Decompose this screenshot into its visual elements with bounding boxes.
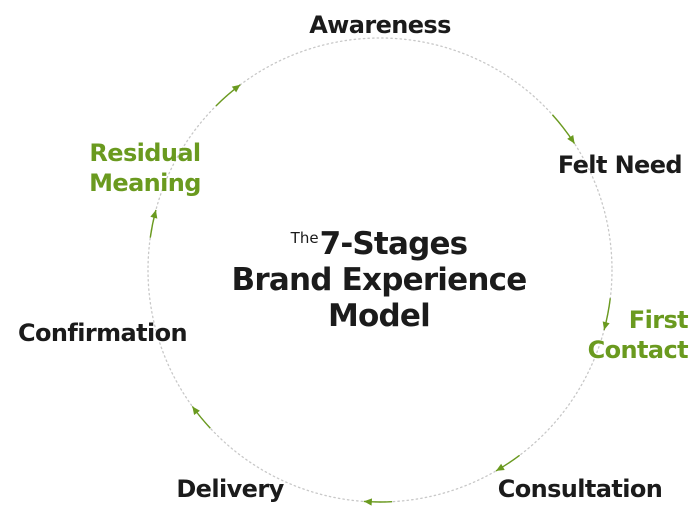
stage-label-line: Consultation: [497, 475, 663, 503]
arrowhead-icon: [567, 134, 575, 144]
stage-consultation: Consultation: [480, 474, 680, 504]
stage-label-line: Meaning: [89, 169, 201, 197]
stage-label-line: Residual: [89, 139, 201, 167]
stage-label-line: Awareness: [309, 11, 451, 39]
arrowhead-icon: [496, 463, 505, 471]
arrowhead-icon: [602, 321, 610, 331]
stage-first-contact: First Contact: [560, 305, 689, 365]
title-line-2: Brand Experience: [231, 262, 528, 298]
stage-label-line: Delivery: [176, 475, 284, 503]
stage-confirmation: Confirmation: [18, 318, 218, 348]
arrowhead-icon: [363, 498, 373, 506]
arrowhead-icon: [150, 209, 158, 219]
title-prefix: The: [290, 229, 319, 247]
title-main: 7-Stages: [319, 226, 469, 262]
arrowhead-icon: [192, 406, 200, 415]
stage-felt-need: Felt Need: [520, 150, 683, 180]
stage-label-line: First: [628, 306, 689, 334]
stage-label-line: Contact: [587, 336, 689, 364]
arrowhead-icon: [231, 84, 241, 93]
stage-residual-meaning: Residual Meaning: [75, 138, 215, 198]
title-line-1: The7-Stages: [200, 220, 558, 262]
stage-awareness: Awareness: [295, 10, 465, 40]
title-line-3: Model: [328, 298, 431, 334]
stage-label-line: Felt Need: [557, 151, 683, 179]
diagram-title: The7-Stages Brand Experience Model: [200, 220, 558, 334]
stage-label-line: Confirmation: [18, 319, 188, 347]
stage-delivery: Delivery: [160, 474, 300, 504]
